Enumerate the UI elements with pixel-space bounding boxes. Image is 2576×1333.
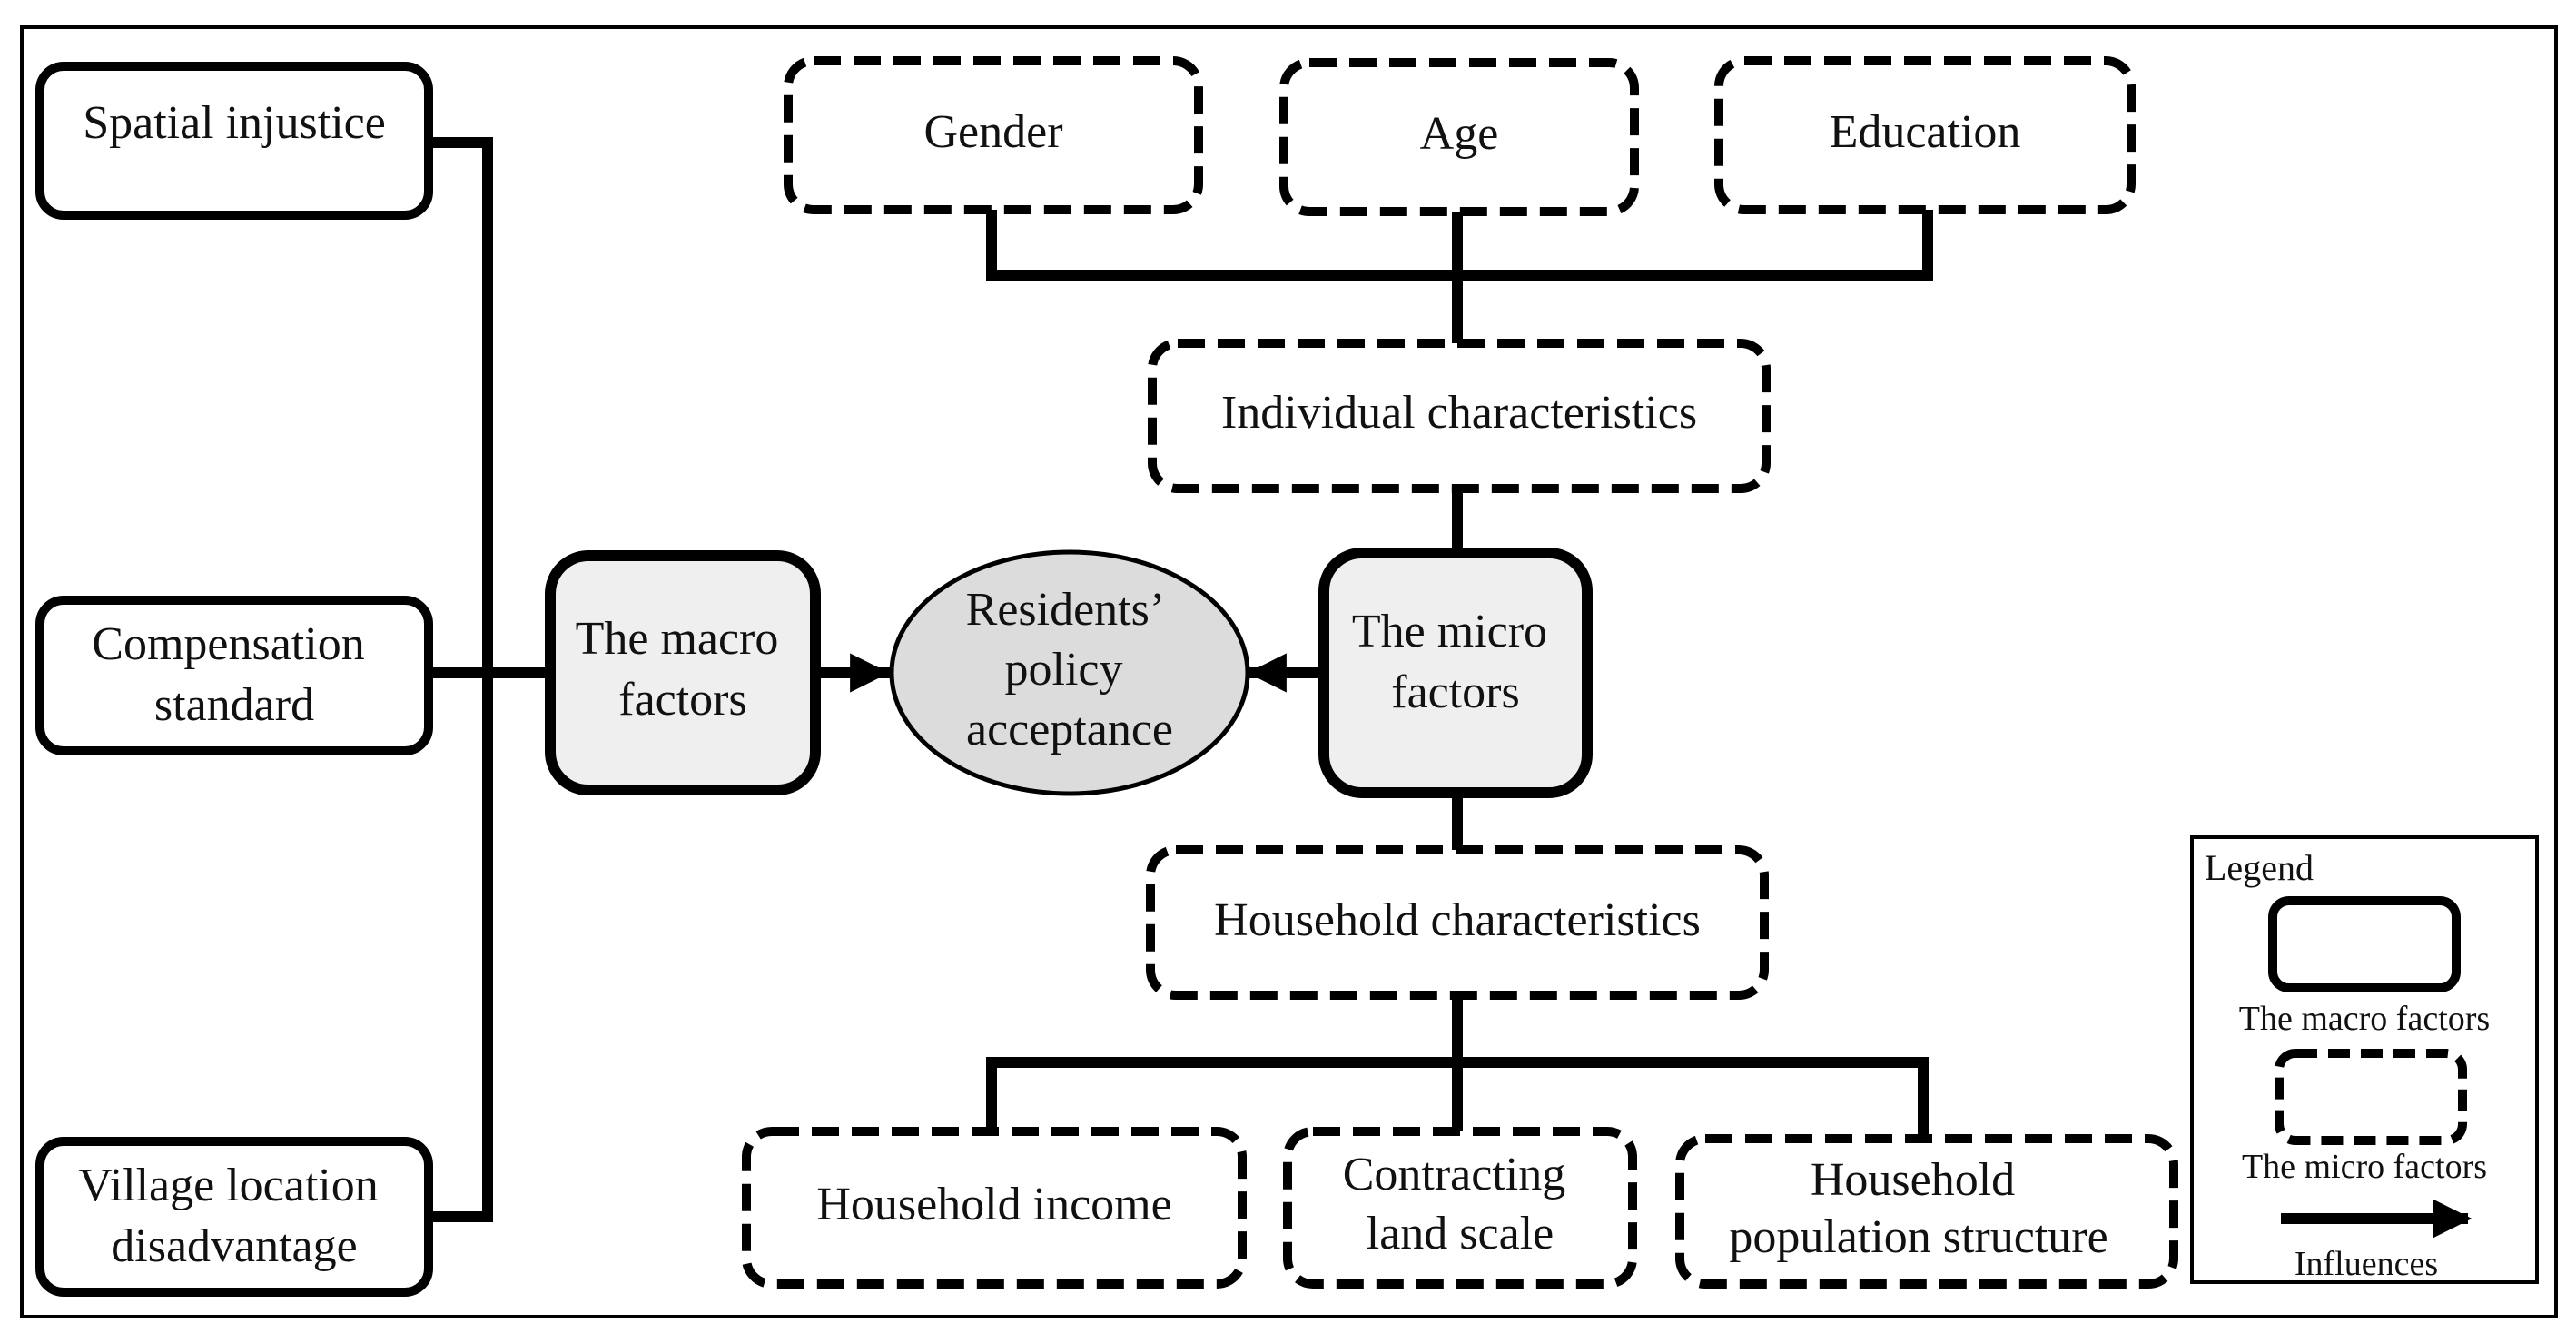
- legend-solid-swatch: [2268, 896, 2461, 992]
- node-education: Education: [1714, 56, 2136, 214]
- node-macro-factors: The macro factors: [545, 550, 821, 795]
- micro-factors-label: The micro factors: [1352, 606, 1559, 718]
- node-individual-characteristics: Individual characteristics: [1148, 339, 1771, 493]
- education-label: Education: [1830, 106, 2021, 158]
- node-micro-factors: The micro factors: [1318, 548, 1593, 798]
- node-spatial-injustice: Spatial injustice: [35, 62, 433, 220]
- age-label: Age: [1420, 108, 1499, 160]
- household-population-structure-label: Household population structure: [1729, 1154, 2107, 1263]
- node-contracting-land-scale: Contracting land scale: [1283, 1127, 1637, 1289]
- legend-dashed-swatch: [2275, 1049, 2467, 1145]
- legend: Legend The macro factors The micro facto…: [2190, 835, 2539, 1284]
- macro-factors-label: The macro factors: [576, 613, 791, 726]
- individual-characteristics-label: Individual characteristics: [1221, 387, 1697, 439]
- household-characteristics-label: Household characteristics: [1214, 894, 1701, 946]
- legend-title: Legend: [2205, 847, 2314, 888]
- legend-arrow-label: Influences: [2295, 1245, 2438, 1283]
- node-village-location: Village location disadvantage: [35, 1137, 433, 1297]
- node-household-characteristics: Household characteristics: [1146, 845, 1769, 1000]
- compensation-standard-label: Compensation standard: [92, 618, 376, 731]
- node-age: Age: [1279, 58, 1639, 216]
- center-label: Residents’ policy acceptance: [966, 584, 1174, 755]
- node-residents-policy-acceptance: Residents’ policy acceptance: [889, 549, 1250, 796]
- outer-frame: [20, 25, 2558, 1318]
- legend-macro-label: The macro factors: [2239, 1000, 2490, 1038]
- node-compensation-standard: Compensation standard: [35, 596, 433, 755]
- connectors: [426, 137, 1933, 1222]
- household-income-label: Household income: [816, 1179, 1171, 1230]
- node-household-population-structure: Household population structure: [1675, 1134, 2178, 1289]
- node-household-income: Household income: [742, 1127, 1247, 1289]
- gender-label: Gender: [923, 106, 1062, 158]
- contracting-land-scale-label: Contracting land scale: [1343, 1149, 1578, 1259]
- spatial-injustice-label: Spatial injustice: [83, 97, 386, 149]
- node-gender: Gender: [784, 56, 1203, 214]
- legend-micro-label: The micro factors: [2242, 1148, 2487, 1186]
- village-location-label: Village location disadvantage: [78, 1160, 390, 1272]
